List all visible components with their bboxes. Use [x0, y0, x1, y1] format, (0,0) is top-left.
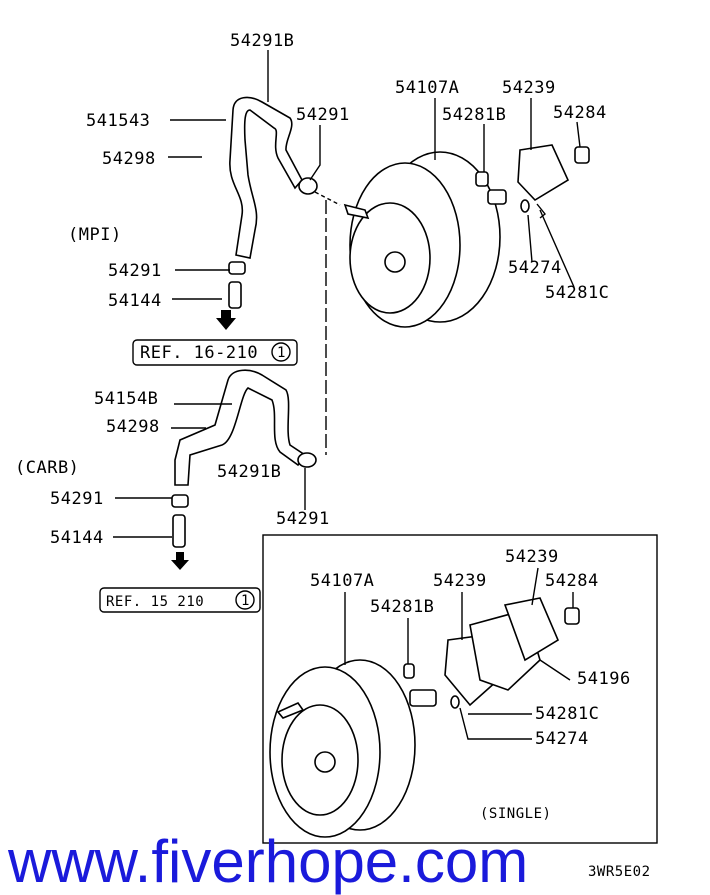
single-brake-booster	[269, 659, 437, 838]
label-54291-carb: 54291	[50, 489, 104, 509]
ref-link-mpi[interactable]: REF. 16-210	[140, 343, 258, 363]
label-541543: 541543	[86, 111, 150, 131]
nut	[574, 146, 590, 164]
mpi-hose	[229, 96, 303, 259]
label-54291b-carb: 54291B	[217, 462, 281, 482]
label-54291: 54291	[108, 261, 162, 281]
single-gasket2	[503, 597, 560, 662]
ref-link-carb[interactable]: REF. 15 210	[106, 594, 204, 610]
label-54144: 54144	[108, 291, 162, 311]
label-s-54281b: 54281B	[370, 597, 434, 617]
label-s-54284: 54284	[545, 571, 599, 591]
label-54239: 54239	[502, 78, 556, 98]
carb-clamp2-part	[297, 452, 317, 468]
single-nut	[564, 607, 580, 625]
top-clamp-part	[298, 177, 318, 195]
label-54274: 54274	[508, 258, 562, 278]
label-54291b: 54291B	[230, 31, 294, 51]
label-s-54107a: 54107A	[310, 571, 374, 591]
label-54281c: 54281C	[545, 283, 609, 303]
washer	[520, 199, 530, 213]
label-s-54196: 54196	[577, 669, 631, 689]
carb-valve	[171, 514, 189, 570]
label-54281b: 54281B	[442, 105, 506, 125]
label-s-54239-2: 54239	[505, 547, 559, 567]
diagram-code: 3WR5E02	[588, 864, 651, 880]
mpi-clamp	[228, 261, 246, 275]
label-54298-carb: 54298	[106, 417, 160, 437]
carb-hose	[174, 369, 307, 486]
label-54298: 54298	[102, 149, 156, 169]
gasket	[517, 144, 570, 202]
ref-num-carb: 1	[241, 593, 250, 609]
label-s-54274: 54274	[535, 729, 589, 749]
label-mpi: (MPI)	[68, 225, 122, 245]
label-54144-carb: 54144	[50, 528, 104, 548]
single-washer	[450, 695, 460, 709]
label-54107a: 54107A	[395, 78, 459, 98]
watermark: www.fiverhope.com	[7, 828, 528, 895]
brake-booster	[343, 151, 507, 328]
label-54291-carb2: 54291	[276, 509, 330, 529]
carb-clamp	[171, 494, 189, 508]
label-carb: (CARB)	[15, 458, 79, 478]
label-54291-top: 54291	[296, 105, 350, 125]
label-54284: 54284	[553, 103, 607, 123]
label-54154b: 54154B	[94, 389, 158, 409]
label-s-54239: 54239	[433, 571, 487, 591]
ref-num-mpi: 1	[277, 345, 286, 361]
clip	[536, 203, 546, 219]
label-single: (SINGLE)	[480, 806, 551, 822]
mpi-valve	[216, 281, 242, 330]
label-s-54281c: 54281C	[535, 704, 599, 724]
